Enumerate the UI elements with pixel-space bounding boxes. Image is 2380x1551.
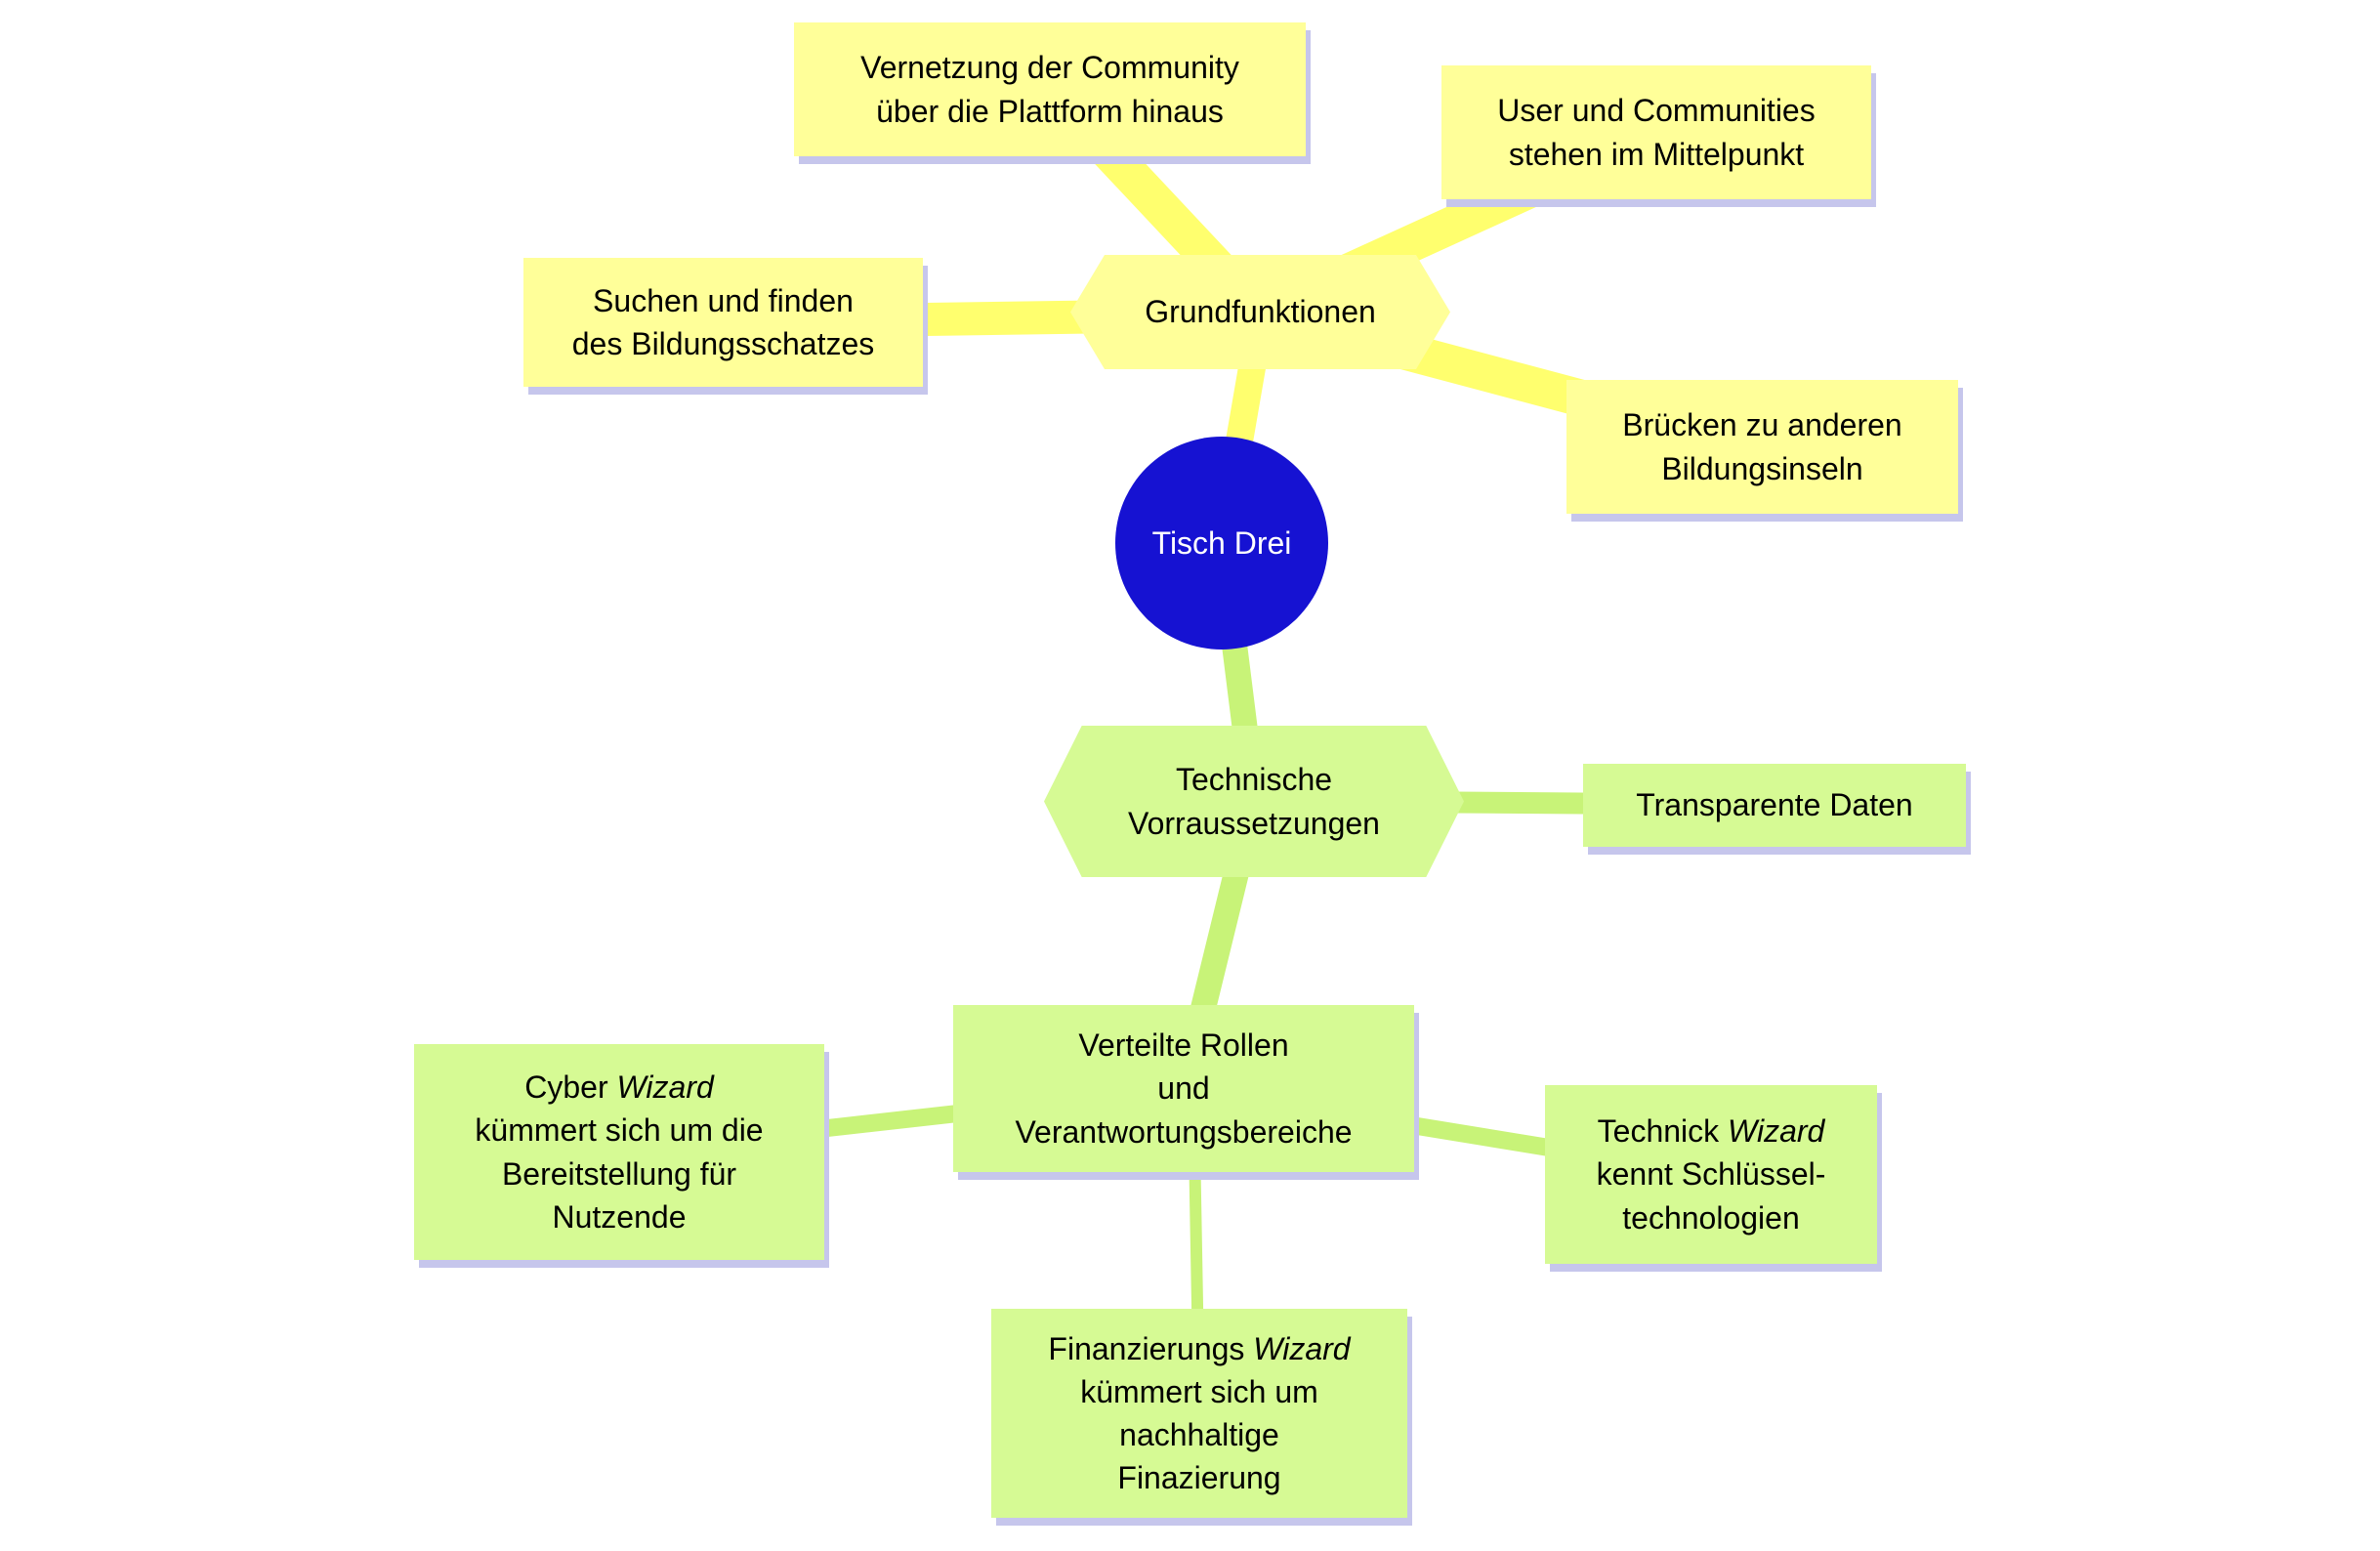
- node-vernetzung-community[interactable]: Vernetzung der Community über die Plattf…: [794, 22, 1306, 156]
- node-label: Technische Vorraussetzungen: [1128, 762, 1380, 841]
- node-label: Verteilte Rollen und Verantwortungsberei…: [1015, 1027, 1353, 1150]
- node-label: Cyber Wizard kümmert sich um die Bereits…: [461, 1060, 776, 1244]
- node-cyber-wizard[interactable]: Cyber Wizard kümmert sich um die Bereits…: [414, 1044, 824, 1260]
- node-suchen-finden[interactable]: Suchen und finden des Bildungsschatzes: [523, 258, 923, 387]
- label-text-em: Wizard: [1253, 1330, 1351, 1366]
- node-grundfunktionen[interactable]: Grundfunktionen: [1070, 255, 1450, 369]
- label-text-post: kennt Schlüssel- technologien: [1596, 1156, 1826, 1236]
- node-label: Suchen und finden des Bildungsschatzes: [571, 282, 875, 361]
- label-text-pre: Technick: [1597, 1113, 1729, 1150]
- node-label: Transparente Daten: [1636, 787, 1913, 823]
- node-label: Technick Wizard kennt Schlüssel- technol…: [1583, 1104, 1840, 1244]
- node-root-tisch-drei[interactable]: Tisch Drei: [1115, 437, 1328, 650]
- node-label: Brücken zu anderen Bildungsinseln: [1622, 407, 1902, 486]
- label-text-post: kümmert sich um nachhaltige Finazierung: [1080, 1373, 1318, 1496]
- node-finanzierungs-wizard[interactable]: Finanzierungs Wizard kümmert sich um nac…: [991, 1309, 1407, 1518]
- label-text-pre: Cyber: [524, 1069, 617, 1106]
- label-text-em: Wizard: [616, 1069, 714, 1106]
- node-label: Finanzierungs Wizard kümmert sich um nac…: [1034, 1321, 1363, 1506]
- hexagon-shape: [1070, 255, 1450, 369]
- node-technische-vorraussetzungen[interactable]: Technische Vorraussetzungen: [1044, 726, 1464, 877]
- label-text-em: Wizard: [1728, 1113, 1825, 1150]
- node-label: Grundfunktionen: [1145, 294, 1376, 330]
- node-label: Tisch Drei: [1151, 524, 1292, 561]
- node-label: User und Communities stehen im Mittelpun…: [1497, 93, 1816, 172]
- node-user-communities[interactable]: User und Communities stehen im Mittelpun…: [1441, 65, 1871, 199]
- node-technick-wizard[interactable]: Technick Wizard kennt Schlüssel- technol…: [1545, 1085, 1877, 1264]
- node-verteilte-rollen[interactable]: Verteilte Rollen und Verantwortungsberei…: [953, 1005, 1414, 1172]
- label-text-pre: Finanzierungs: [1048, 1330, 1254, 1366]
- node-transparente-daten[interactable]: Transparente Daten: [1583, 764, 1966, 847]
- label-text-post: kümmert sich um die Bereitstellung für N…: [475, 1112, 764, 1235]
- hexagon-shape: [1044, 726, 1464, 877]
- node-label: Vernetzung der Community über die Plattf…: [860, 50, 1239, 129]
- node-bruecken-bildungsinseln[interactable]: Brücken zu anderen Bildungsinseln: [1566, 380, 1958, 514]
